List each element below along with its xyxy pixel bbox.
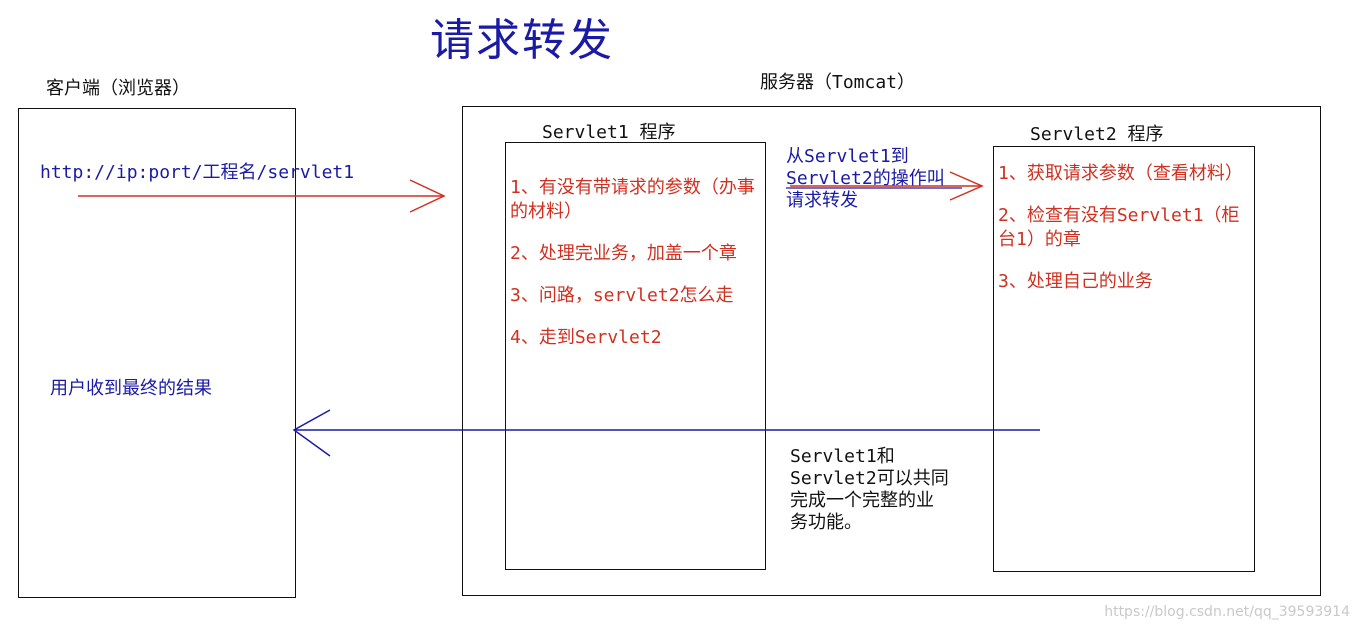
server-box — [462, 106, 1321, 596]
servlet2-steps: 1、获取请求参数（查看材料） 2、检查有没有Servlet1（柜台1）的章 3、… — [998, 162, 1248, 312]
servlet1-steps: 1、有没有带请求的参数（办事的材料） 2、处理完业务，加盖一个章 3、问路，se… — [510, 176, 760, 368]
servlet1-box — [505, 142, 766, 570]
client-label: 客户端（浏览器） — [46, 78, 190, 99]
forward-note-line: 从Servlet1到 — [786, 146, 909, 167]
final-result-text: 用户收到最终的结果 — [50, 378, 212, 399]
forward-note-line: Servlet2的操作叫 — [786, 168, 945, 189]
summary-note: Servlet1和 Servlet2可以共同 完成一个完整的业 务功能。 — [790, 446, 949, 534]
summary-line: Servlet2可以共同 — [790, 468, 949, 489]
servlet1-label: Servlet1 程序 — [542, 122, 676, 143]
servlet1-step: 1、有没有带请求的参数（办事的材料） — [510, 177, 755, 222]
servlet1-step: 3、问路，servlet2怎么走 — [510, 285, 734, 306]
summary-line: Servlet1和 — [790, 446, 895, 467]
servlet2-step: 1、获取请求参数（查看材料） — [998, 163, 1243, 184]
server-label: 服务器（Tomcat） — [760, 72, 916, 93]
forward-note-line: 请求转发 — [786, 190, 858, 211]
request-url: http://ip:port/工程名/servlet1 — [40, 162, 355, 183]
diagram-title: 请求转发 — [430, 15, 614, 66]
client-box — [18, 108, 296, 598]
servlet2-step: 2、检查有没有Servlet1（柜台1）的章 — [998, 205, 1240, 250]
watermark: https://blog.csdn.net/qq_39593914 — [1104, 604, 1350, 620]
forward-note: 从Servlet1到 Servlet2的操作叫 请求转发 — [786, 146, 945, 212]
forward-arrow — [790, 171, 984, 201]
request-arrow — [78, 179, 446, 213]
servlet2-label: Servlet2 程序 — [1030, 124, 1164, 145]
summary-line: 务功能。 — [790, 512, 862, 533]
response-arrow — [292, 409, 1040, 457]
servlet2-step: 3、处理自己的业务 — [998, 271, 1153, 292]
servlet1-step: 2、处理完业务，加盖一个章 — [510, 243, 737, 264]
servlet1-step: 4、走到Servlet2 — [510, 327, 662, 348]
summary-line: 完成一个完整的业 — [790, 490, 934, 511]
servlet2-box — [993, 146, 1255, 572]
